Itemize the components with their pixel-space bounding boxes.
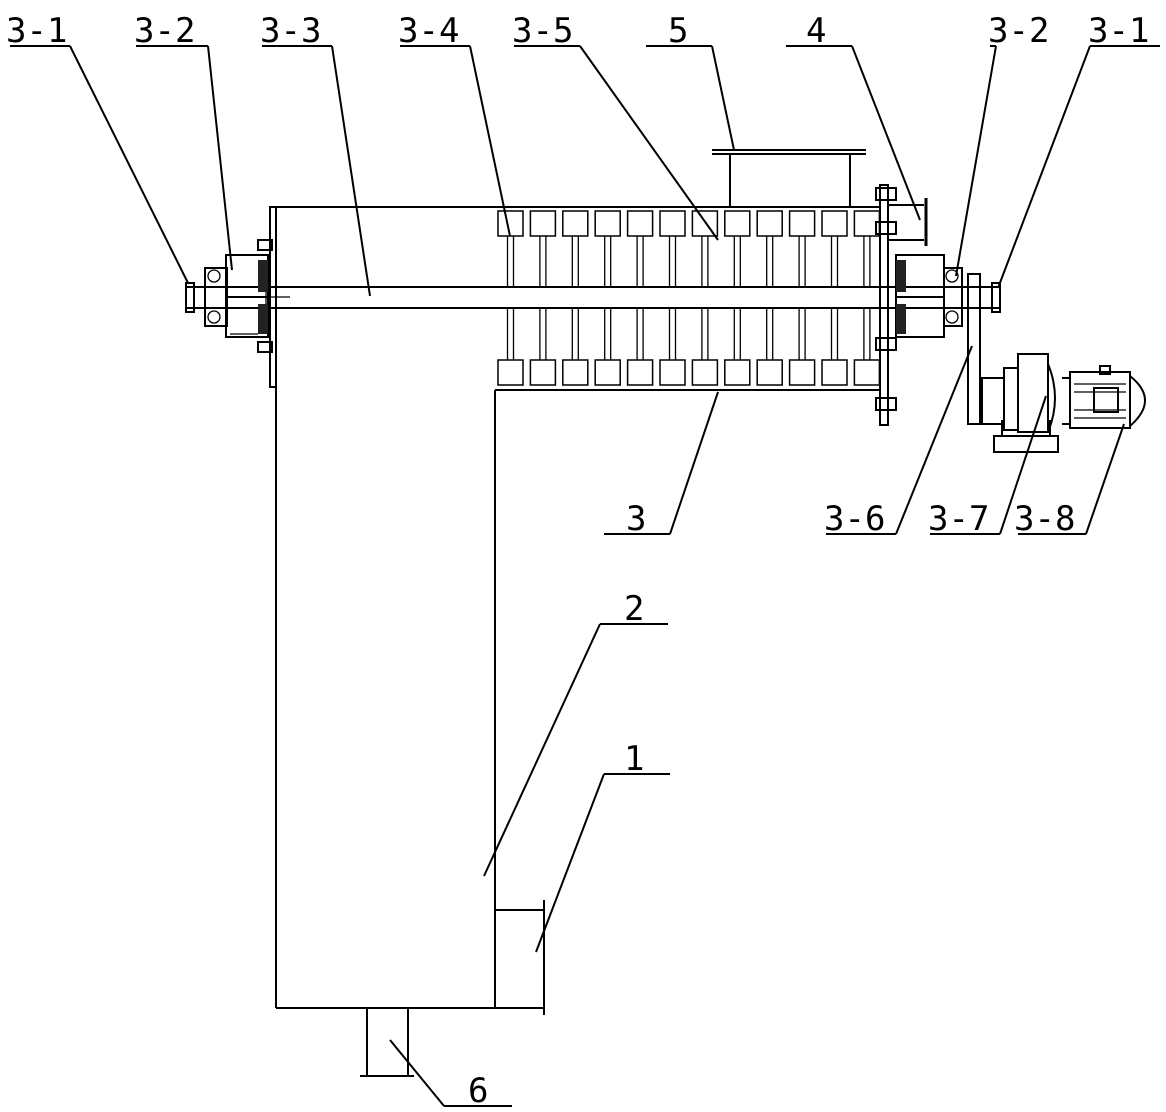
gear-reducer	[981, 353, 1059, 453]
paddle-bottom	[562, 359, 589, 386]
paddle-top	[529, 210, 557, 237]
label-4: 4	[806, 11, 826, 51]
paddle-top	[756, 210, 783, 237]
label-1: 1	[624, 739, 644, 779]
paddle-top	[562, 210, 589, 237]
label-3-7: 3-7	[928, 499, 989, 539]
paddle-assembly	[497, 210, 881, 386]
paddle-bottom	[853, 359, 881, 386]
label-3: 3	[626, 499, 646, 539]
label-2: 2	[624, 589, 644, 629]
label-6: 6	[468, 1071, 488, 1111]
label-5: 5	[668, 11, 688, 51]
label-3-2-left: 3-2	[134, 11, 195, 51]
bottom-pipe	[360, 1008, 414, 1077]
discharge-outlet	[495, 900, 545, 1015]
label-3-8: 3-8	[1014, 499, 1075, 539]
part-labels: 3-1 3-2 3-3 3-4 3-5 5 4 3-2 3-1 3 3-6 3-…	[6, 11, 1149, 1111]
drive-sprocket	[967, 273, 981, 425]
paddle-top	[659, 210, 686, 237]
paddle-top	[497, 210, 524, 237]
paddle-bottom	[756, 359, 783, 386]
paddle-bottom	[594, 359, 621, 386]
label-3-2-right: 3-2	[988, 11, 1049, 51]
paddle-bottom	[691, 359, 719, 386]
right-bearing-housing	[875, 187, 963, 411]
paddle-top	[821, 210, 848, 237]
paddle-bottom	[724, 359, 751, 386]
outlet-pipe	[888, 198, 928, 246]
main-shaft	[185, 282, 1001, 313]
paddle-bottom	[497, 359, 524, 386]
left-bearing-housing	[204, 239, 273, 353]
paddle-bottom	[788, 359, 816, 386]
paddle-bottom	[659, 359, 686, 386]
label-3-5: 3-5	[512, 11, 573, 51]
label-3-1-right: 3-1	[1088, 11, 1149, 51]
paddle-bottom	[626, 359, 654, 386]
inlet-hopper	[712, 149, 866, 207]
paddle-bottom	[529, 359, 557, 386]
paddle-top	[788, 210, 816, 237]
electric-motor	[1062, 365, 1146, 429]
paddle-top	[626, 210, 654, 237]
paddle-bottom	[821, 359, 848, 386]
label-3-6: 3-6	[824, 499, 885, 539]
paddle-top	[724, 210, 751, 237]
label-3-4: 3-4	[398, 11, 459, 51]
label-3-1-left: 3-1	[6, 11, 67, 51]
label-3-3: 3-3	[260, 11, 321, 51]
paddle-top	[594, 210, 621, 237]
leader-lines	[10, 45, 1160, 1107]
